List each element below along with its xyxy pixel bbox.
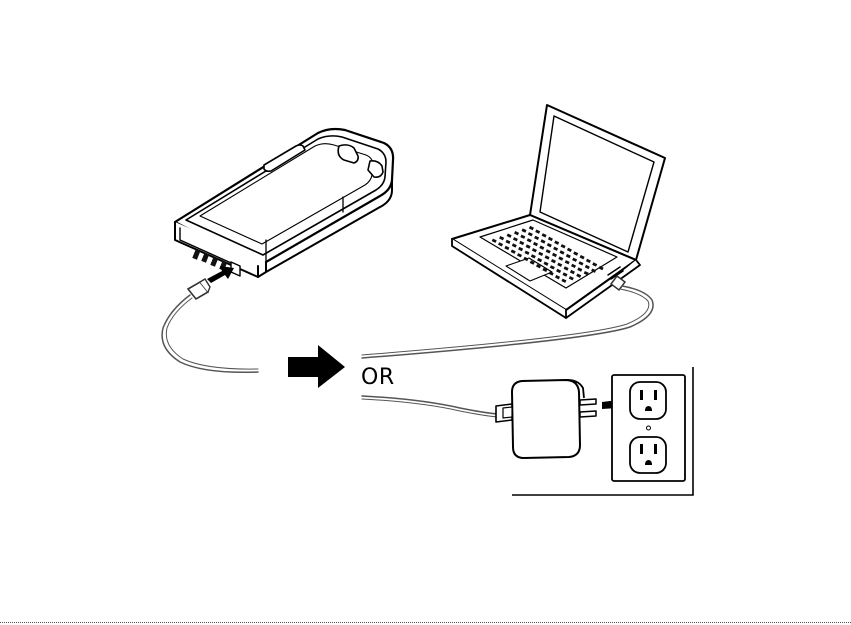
laptop-icon <box>452 105 665 318</box>
large-right-arrow-icon <box>288 345 345 388</box>
usb-power-adapter-icon <box>496 380 596 458</box>
or-label: OR <box>361 365 395 390</box>
adapter-cable-icon <box>362 396 498 417</box>
laptop-cable-icon <box>362 276 653 358</box>
case-cable-icon <box>162 279 258 372</box>
battery-case-icon <box>175 129 393 277</box>
bottom-divider <box>0 622 851 623</box>
